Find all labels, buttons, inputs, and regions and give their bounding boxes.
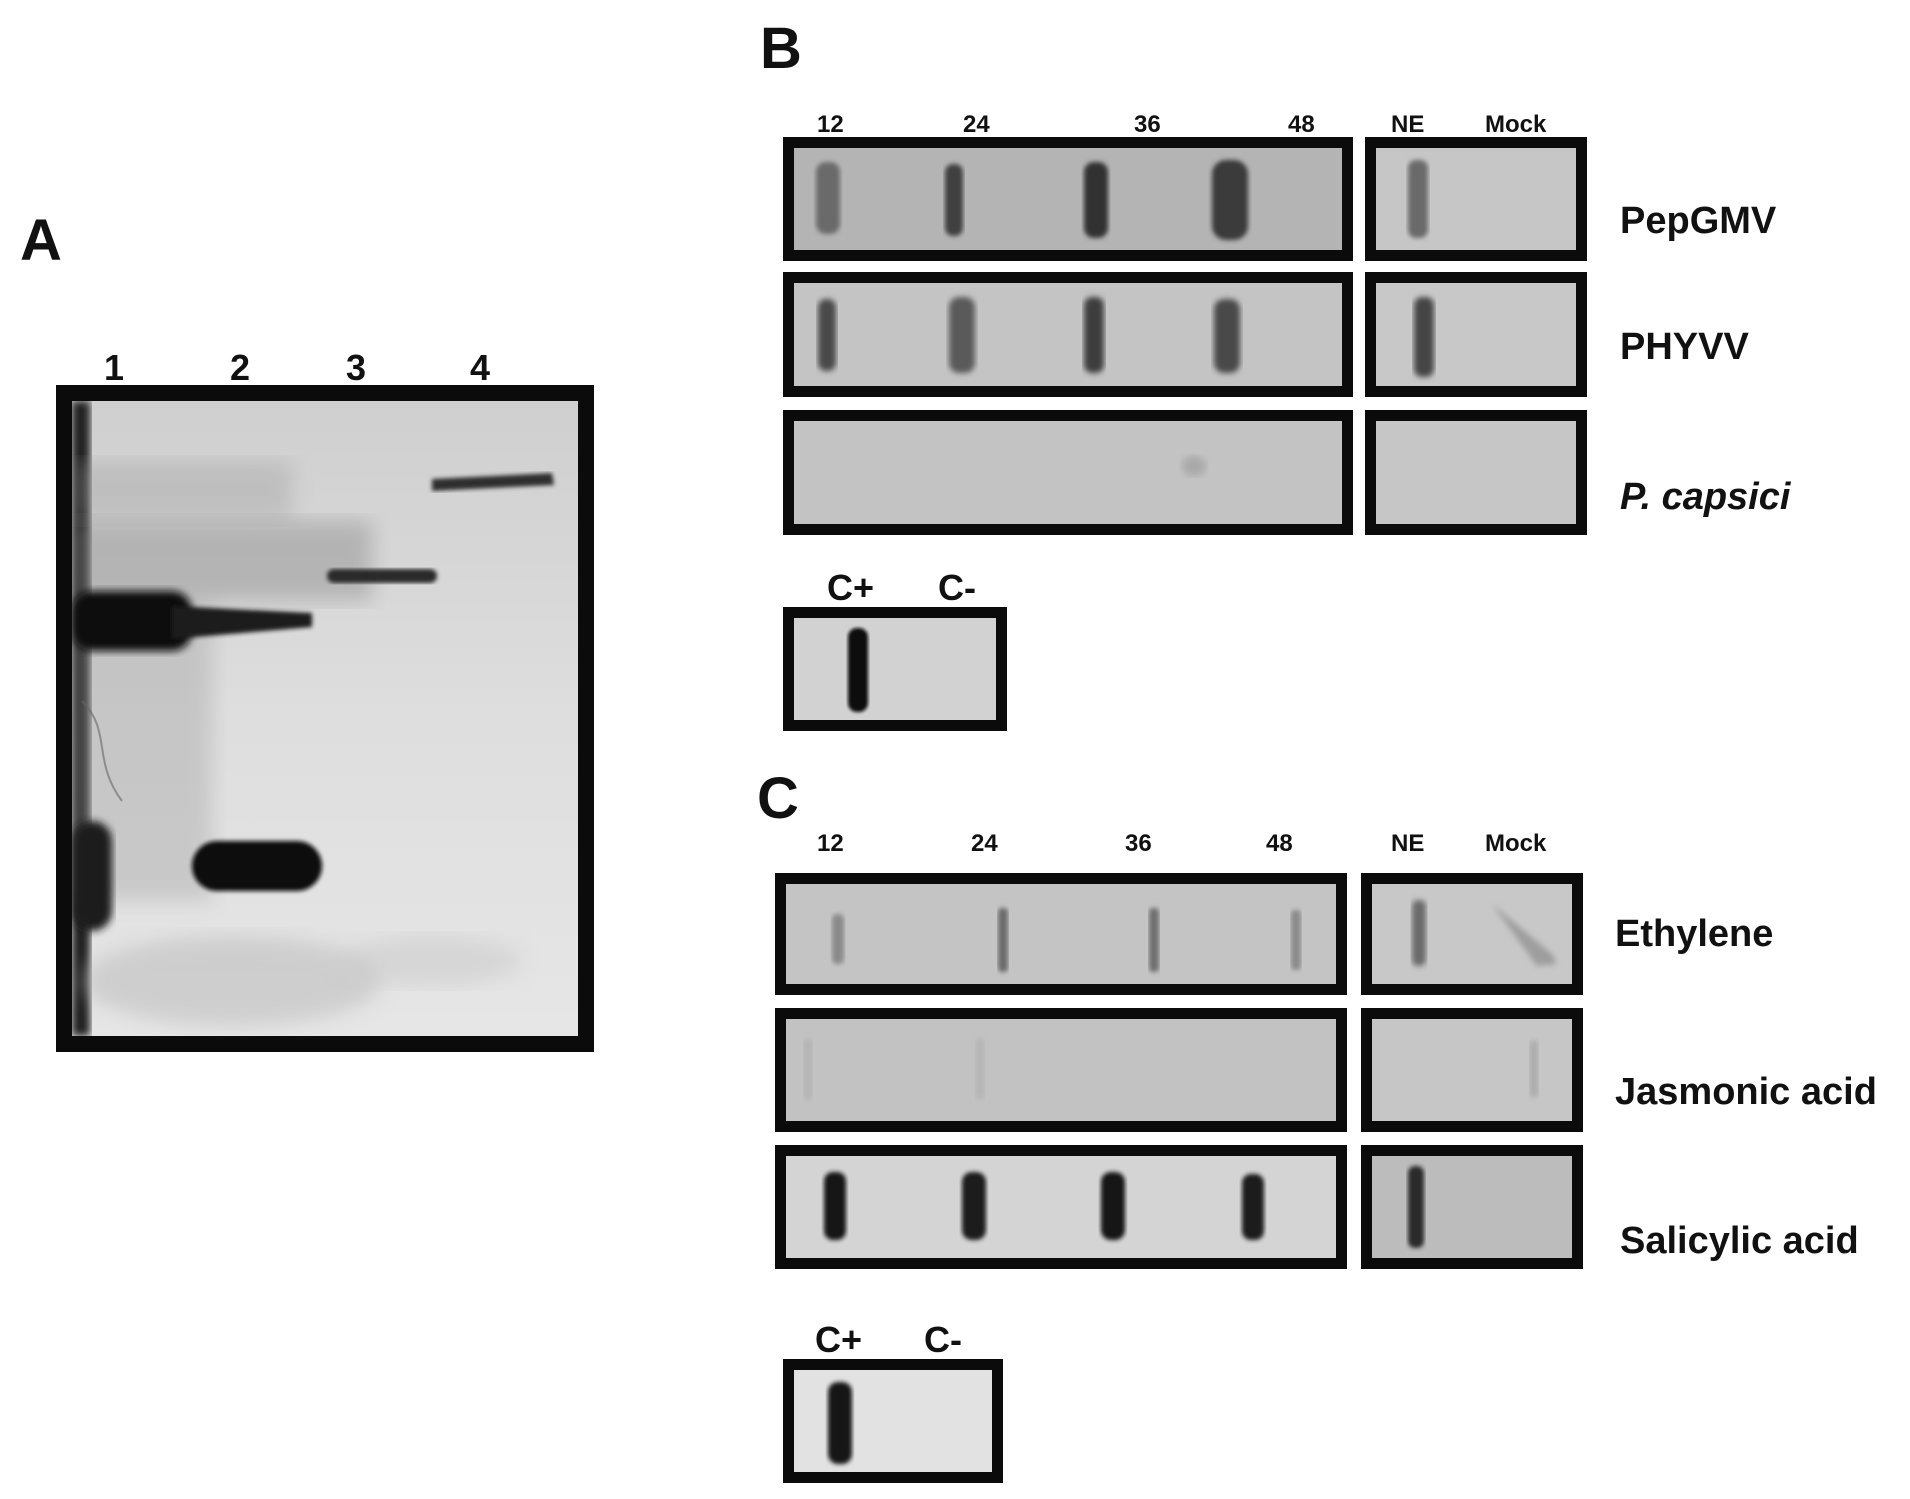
dot-blot-c-controls: [783, 1359, 1003, 1483]
lane-label-4: 4: [470, 347, 491, 388]
row-label-phyvv: PHYVV: [1620, 326, 1749, 368]
row-label-pcapsici: P. capsici: [1620, 476, 1791, 518]
dot-blot-ethylene-timecourse: [775, 873, 1347, 995]
time-label-12: 12: [817, 111, 844, 138]
mock-label: Mock: [1485, 111, 1547, 138]
c-time-label-36: 36: [1125, 830, 1152, 857]
time-label-36: 36: [1134, 111, 1161, 138]
c-time-label-24: 24: [971, 830, 998, 857]
dot-blot-pcapsici-timecourse: [783, 410, 1353, 535]
dot-blot-pcapsici-controls: [1365, 410, 1587, 535]
dot-blot-salicylic-controls: [1361, 1145, 1583, 1269]
c-mock-label: Mock: [1485, 830, 1547, 857]
dot-blot-ethylene-controls: [1361, 873, 1583, 995]
c-control-negative-label: C-: [924, 1319, 962, 1360]
row-label-ethylene: Ethylene: [1615, 913, 1774, 955]
lane-label-2: 2: [230, 347, 251, 388]
row-label-salicylic-acid: Salicylic acid: [1620, 1220, 1859, 1262]
dot-blot-phyvv-controls: [1365, 272, 1587, 397]
dot-blot-salicylic-timecourse: [775, 1145, 1347, 1269]
row-label-pepgmv: PepGMV: [1620, 200, 1777, 242]
panel-a-letter: A: [20, 208, 62, 273]
panel-b-letter: B: [760, 16, 802, 81]
dot-blot-jasmonic-timecourse: [775, 1008, 1347, 1132]
time-label-48: 48: [1288, 111, 1315, 138]
dot-blot-phyvv-timecourse: [783, 272, 1353, 397]
gel-blot-image: [56, 385, 594, 1052]
lane-label-1: 1: [104, 347, 125, 388]
dot-blot-pepgmv-timecourse: [783, 137, 1353, 261]
row-label-jasmonic-acid: Jasmonic acid: [1615, 1071, 1877, 1113]
dot-blot-jasmonic-controls: [1361, 1008, 1583, 1132]
lane-label-3: 3: [346, 347, 367, 388]
panel-c-letter: C: [757, 766, 799, 831]
c-time-label-12: 12: [817, 830, 844, 857]
c-control-positive-label: C+: [815, 1319, 863, 1360]
time-label-24: 24: [963, 111, 990, 138]
dot-blot-b-controls: [783, 607, 1007, 731]
ne-label: NE: [1391, 111, 1425, 138]
c-time-label-48: 48: [1266, 830, 1293, 857]
control-positive-label: C+: [827, 567, 875, 608]
dot-blot-pepgmv-controls: [1365, 137, 1587, 261]
control-negative-label: C-: [938, 567, 976, 608]
c-ne-label: NE: [1391, 830, 1425, 857]
